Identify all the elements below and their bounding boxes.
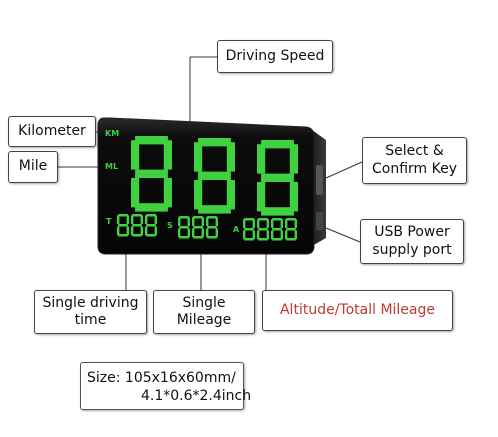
- device-side: [312, 130, 326, 246]
- size-line-1: Size: 105x16x60mm/: [87, 370, 236, 386]
- size-spec: Size: 105x16x60mm/ 4.1*0.6*2.4inch: [80, 362, 252, 410]
- ml-label: ML: [105, 162, 118, 171]
- s-label: S: [167, 221, 173, 230]
- callout-driving-speed-label: Driving Speed: [225, 47, 325, 64]
- t-label: T: [106, 217, 112, 226]
- callout-mile-label: Mile: [18, 158, 48, 175]
- callout-altitude-total-label: Altitude/Totall Mileage: [279, 301, 435, 318]
- callout-single-driving-time-label: Single driving time: [42, 294, 139, 329]
- callout-select-confirm-label: Select & Confirm Key: [371, 143, 457, 177]
- callout-usb-power: USB Power supply port: [360, 219, 464, 264]
- callout-kilometer-label: Kilometer: [18, 122, 86, 139]
- callout-driving-speed: Driving Speed: [217, 40, 333, 73]
- callout-mile: Mile: [8, 151, 58, 183]
- callout-usb-power-label: USB Power supply port: [372, 224, 452, 258]
- callout-kilometer: Kilometer: [8, 116, 96, 147]
- usb-port: [316, 212, 323, 230]
- callout-single-mileage-label: Single Mileage: [176, 294, 232, 329]
- callout-select-confirm: Select & Confirm Key: [362, 137, 467, 184]
- callout-altitude-total-mileage: Altitude/Totall Mileage: [262, 290, 453, 331]
- callout-single-mileage: Single Mileage: [153, 290, 255, 334]
- size-line-2: 4.1*0.6*2.4inch: [141, 388, 252, 405]
- select-confirm-key: [316, 165, 323, 195]
- a-label: A: [233, 225, 240, 234]
- km-label: KM: [105, 129, 119, 138]
- callout-single-driving-time: Single driving time: [34, 290, 147, 334]
